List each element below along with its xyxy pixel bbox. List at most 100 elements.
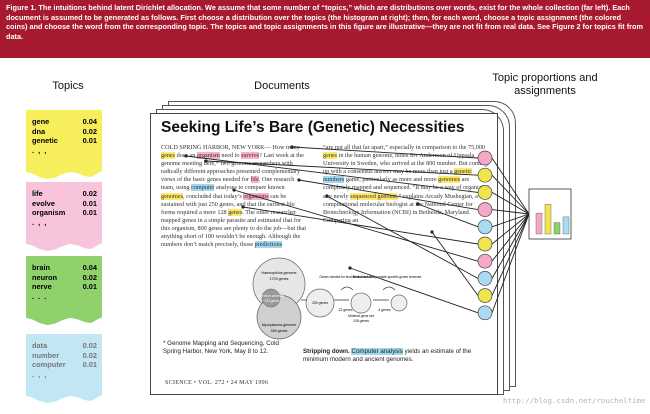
topic-word-probability: 0.01 [82,282,97,292]
proportion-arrow [491,213,530,262]
topic-more-ellipsis: . . . [32,291,48,301]
document-text: Although the numbers don’t match precise… [161,233,301,249]
topic-word-probability: 0.02 [82,126,97,136]
topic-word: life [32,189,43,198]
highlighted-word: predictions [254,241,283,249]
arrow-head [430,230,434,234]
topic-more-ellipsis: . , , [32,217,48,227]
ancestral-genes: 250 genes [312,301,328,305]
assignment-arrow [233,189,479,262]
topic-coin-7 [477,253,493,269]
topic-word-probability: 0.02 [82,350,97,360]
highlighted-word: genes [323,152,338,160]
proportion-arrow [491,213,530,296]
document-text: analyses to compare known [214,184,285,192]
proportion-arrow [491,213,530,245]
minimal-label: Minimal gene set [348,314,374,318]
topic-word-probability: 0.01 [82,136,97,146]
topic-word-probability: 0.04 [82,117,97,126]
document-text: ,” explains Arcady Mushegian, a computat… [323,192,478,224]
figure-caption: Figure 1. The intuitions behind latent D… [0,0,650,58]
assignment-arrows [184,145,530,314]
document-text: need to [219,152,241,160]
topic-coin-4 [477,202,493,217]
highlighted-word: organism [196,152,220,160]
topic-coin-9 [477,288,493,303]
assignment-arrow [326,195,479,279]
topic-word-probability: 0.02 [82,272,97,282]
topic-word-probability: 0.02 [82,189,97,198]
inset-arcs [340,286,396,291]
assignment-arrow [185,155,479,193]
topic-coin-8 [477,271,493,286]
proportion-arrow [491,213,530,279]
topic-word-row: computer 0.01 [32,360,97,370]
topic-word-row: genetic 0.01 [32,136,97,146]
document-text: COLD SPRING HARBOR, NEW YORK— [161,144,271,151]
mycoplasma-label: Mycoplasma genome [262,323,296,327]
highlighted-word: genetic [454,168,472,176]
stripping-highlight: Computer analysis [351,348,403,355]
proportion-arrow [491,157,530,215]
document-text: ? Last week at the genome meeting here,*… [161,152,304,184]
topic-coin-6 [477,236,493,252]
redundant-label: Redundant and parasite-specific genes re… [353,275,422,279]
minus-genes-2: -4 genes [377,308,390,312]
topic-more-ellipsis: . , , [32,145,48,155]
topic-proportions-heading: Topic proportions and assignments [492,72,598,97]
arrow-head [325,194,329,198]
topic-word: brain [32,263,51,272]
haemophilus-genes: 1703 genes [270,277,289,281]
topic-word: genetic [32,136,58,146]
highlighted-word: life [250,176,259,184]
document-text: . The other researcher mapped genes in a… [161,208,307,241]
highlighted-word: numbers [323,176,345,184]
topic-word: nerve [32,282,52,292]
topic-word-probability: 0.01 [82,360,97,370]
highlighted-word: genomes [161,192,183,200]
assignment-arrow [291,146,479,159]
arrow-head [184,154,188,158]
minimal-circle [350,292,372,314]
overlap-label: Genes in common [258,294,284,298]
topic-word: data [32,341,48,350]
proportion-arrow [491,209,530,215]
document-text: are completely mapped and sequenced. “It… [323,176,490,200]
stripping-rest: yields an estimate of the minimum modern… [303,348,472,363]
assignment-arrow [417,203,479,228]
topic-word-probability: 0.01 [82,198,97,208]
highlighted-word: genomes [438,176,461,184]
arrow-head [290,145,294,149]
ancestral-circle [305,288,335,318]
arrow-head [204,159,208,163]
haemophilus-label: Haemophilus genome [262,271,297,275]
mycoplasma-genes: 469 genes [271,329,288,333]
assignment-arrow [431,231,479,296]
proportion-arrow [491,213,530,228]
document-text: How many [270,144,300,151]
document-text: “are not all that far apart,” especially… [323,144,486,151]
highlighted-word: survive [240,152,260,160]
topic-more-ellipsis: . , , [32,369,48,379]
document-column-right: “are not all that far apart,” especially… [323,144,491,225]
topic-word: computer [32,360,66,370]
topic-coins [477,150,493,321]
topic-word: number [32,350,60,360]
assignment-arrow [349,267,479,314]
topic-coin-5 [477,219,493,235]
histogram-bar-2 [544,204,552,235]
minimal-circle-2 [390,294,408,312]
overlap-circle [261,288,281,308]
histogram-bar-3 [553,222,561,235]
document-page: Seeking Life’s Bare (Genetic) Necessitie… [150,113,498,395]
topic-coin-1 [477,150,493,166]
